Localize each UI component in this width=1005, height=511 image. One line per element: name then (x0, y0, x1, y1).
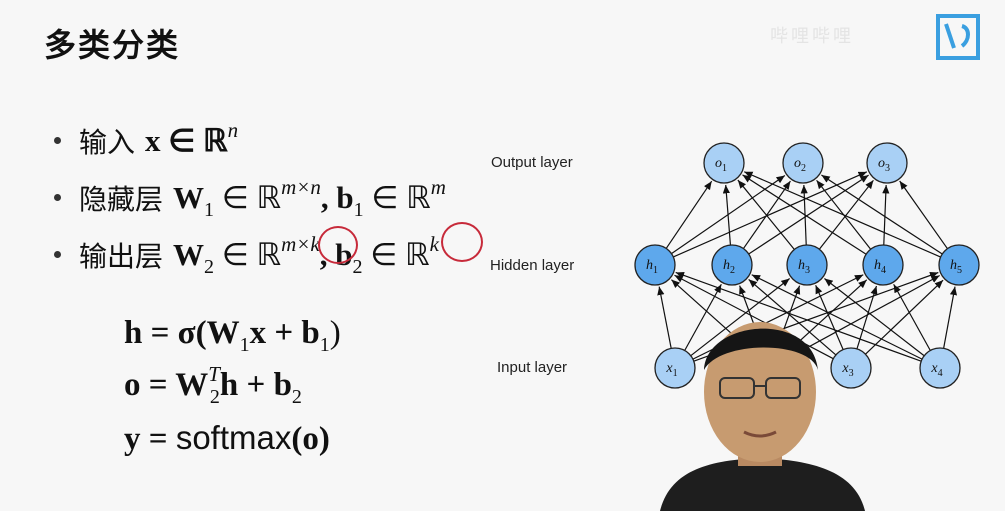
bullet-hidden: 隐藏层 W1 ∈ ℝm×n, b1 ∈ ℝm (54, 169, 446, 226)
bullet-dot (54, 251, 61, 258)
edge-input-hidden (748, 278, 837, 356)
edge-hidden-output (722, 184, 732, 246)
edge-hidden-output (818, 179, 874, 250)
output-layer-label: Output layer (491, 154, 573, 171)
node-label: h4 (874, 258, 886, 276)
edge-input-hidden (865, 279, 944, 355)
node-label: h1 (646, 258, 658, 276)
edge-input-hidden (824, 277, 925, 357)
edge-input-hidden (856, 285, 878, 350)
edge-hidden-output (742, 174, 867, 255)
hidden-node-h5: h5 (938, 244, 980, 286)
annotation-circle-mk (318, 226, 358, 264)
edge-input-hidden (657, 286, 672, 349)
bullet-list: 输入 x ∈ ℝn 隐藏层 W1 ∈ ℝm×n, b1 ∈ ℝm 输出层 W2 … (54, 112, 446, 283)
edge-input-hidden (684, 283, 722, 351)
edge-hidden-output (743, 171, 941, 258)
bullet-math: x ∈ ℝn (145, 117, 239, 158)
edge-input-hidden (751, 274, 923, 360)
node-label: o1 (715, 156, 727, 174)
equation-softmax: y = softmax(o) (124, 419, 330, 457)
hidden-layer-label: Hidden layer (490, 257, 575, 274)
input-layer-label: Input layer (497, 359, 568, 376)
output-node-o1: o1 (703, 142, 745, 184)
bullet-label: 隐藏层 (79, 182, 164, 216)
node-label: h5 (950, 258, 962, 276)
hidden-node-h3: h3 (786, 244, 828, 286)
input-node-x4: x4 (919, 347, 961, 389)
node-label: h2 (723, 258, 735, 276)
bullet-dot (54, 137, 61, 144)
mlp-diagram: o1o2o3h1h2h3h4h5x1x2x3x4 (634, 142, 980, 389)
slide-title: 多类分类 (44, 26, 181, 64)
edge-hidden-output (821, 174, 943, 255)
bilibili-logo-icon (936, 14, 980, 60)
edge-input-hidden (674, 274, 834, 360)
annotation-circle-k (441, 222, 483, 262)
edge-hidden-output (673, 171, 868, 258)
node-label: x4 (930, 361, 942, 379)
equation-hidden: h = σ(W1x + b1) (124, 315, 341, 356)
edge-input-hidden (943, 286, 958, 349)
edge-input-hidden (815, 284, 844, 350)
node-label: o2 (794, 156, 806, 174)
equation-output: o = WT2h + b2 (124, 362, 302, 408)
hidden-node-h1: h1 (634, 244, 676, 286)
node-label: x1 (665, 361, 677, 379)
edge-input-hidden (690, 278, 791, 357)
edge-hidden-output (748, 174, 869, 255)
node-label: h3 (798, 258, 810, 276)
edge-input-hidden (787, 275, 940, 359)
edge-hidden-output (882, 184, 890, 246)
watermark-text: 哔哩哔哩 (770, 26, 854, 47)
bullet-math: W1 ∈ ℝm×n, b1 ∈ ℝm (173, 174, 446, 221)
output-node-o2: o2 (782, 142, 824, 184)
output-node-o3: o3 (866, 142, 908, 184)
node-label: x3 (841, 361, 853, 379)
edge-hidden-output (899, 180, 948, 250)
bullet-label: 输出层 (79, 239, 164, 273)
bullet-math: W2 ∈ ℝm×k, b2 ∈ ℝk (173, 231, 439, 278)
bullet-dot (54, 194, 61, 201)
hidden-node-h2: h2 (711, 244, 753, 286)
edge-input-hidden (675, 271, 922, 362)
edge-hidden-output (737, 179, 795, 250)
edge-input-hidden (893, 283, 931, 351)
input-node-x3: x3 (830, 347, 872, 389)
presenter-video (660, 322, 865, 511)
bullet-input: 输入 x ∈ ℝn (54, 112, 446, 169)
edge-hidden-output (665, 180, 713, 249)
node-label: o3 (878, 156, 890, 174)
hidden-node-h4: h4 (862, 244, 904, 286)
bullet-label: 输入 (79, 125, 136, 159)
bullet-output: 输出层 W2 ∈ ℝm×k, b2 ∈ ℝk (54, 226, 446, 283)
input-node-x1: x1 (654, 347, 696, 389)
equations: h = σ(W1x + b1) o = WT2h + b2 y = softma… (124, 315, 341, 471)
